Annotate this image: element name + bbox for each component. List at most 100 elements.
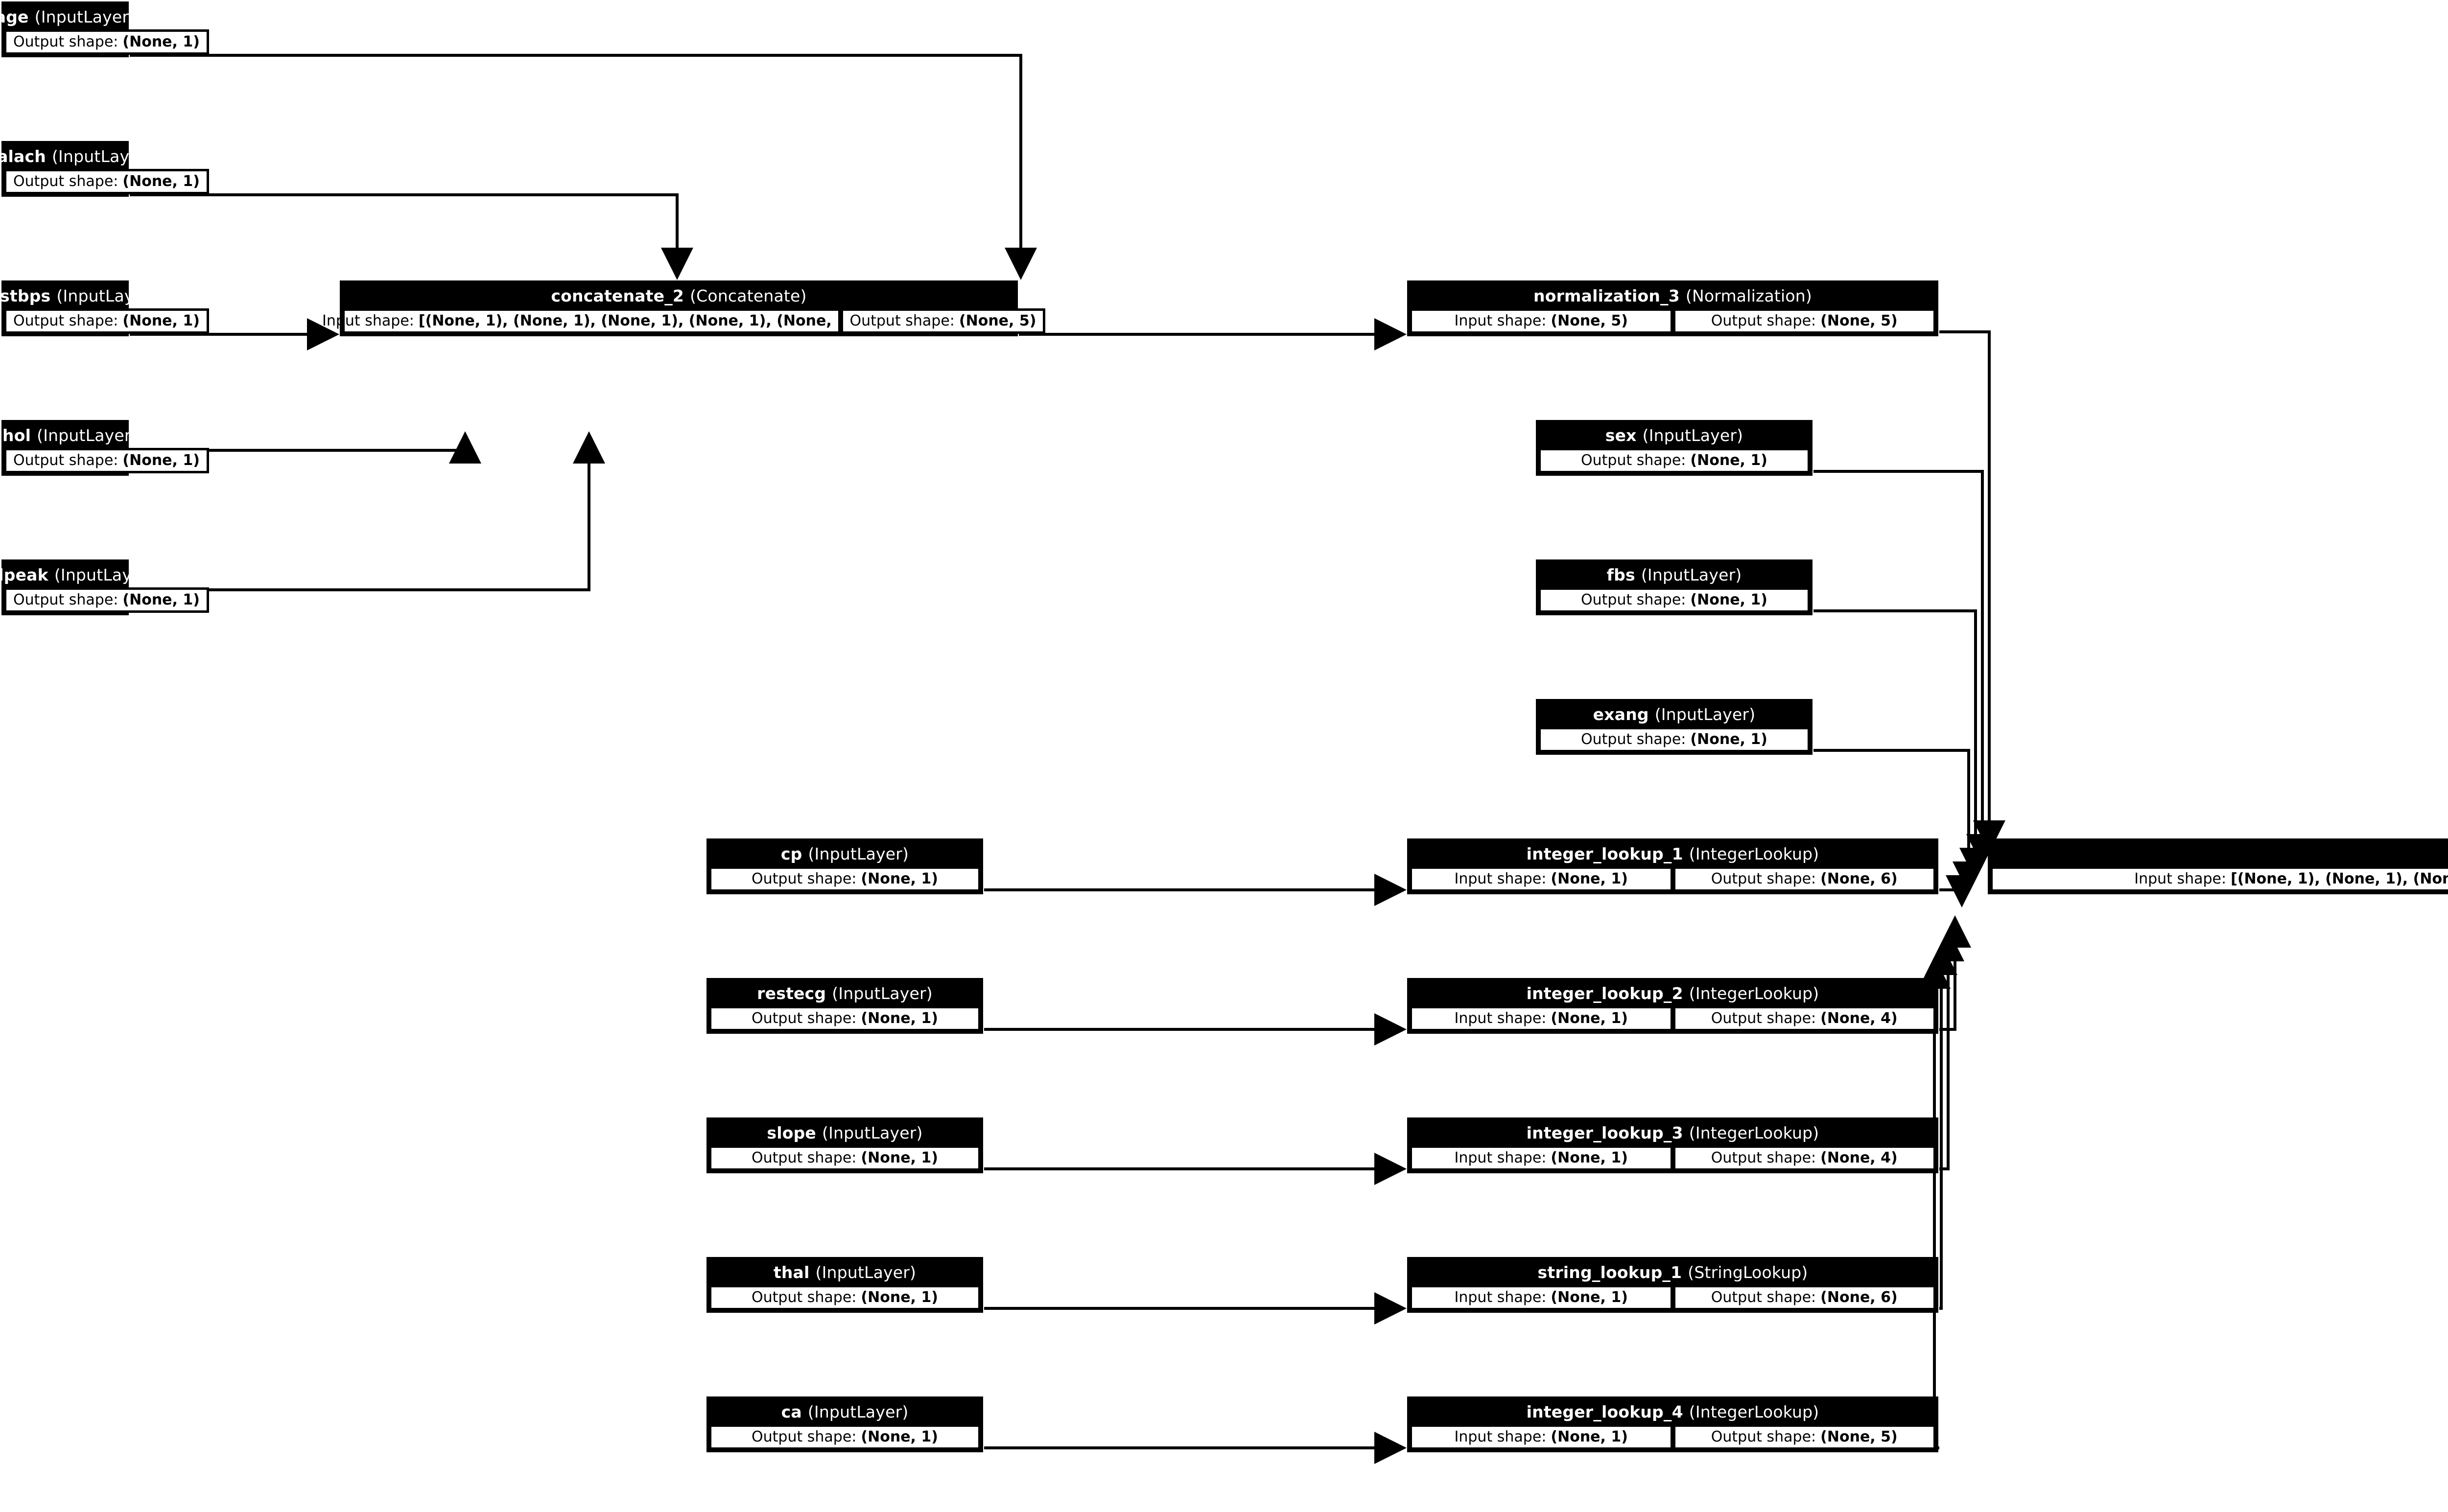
node-header: oldpeak(InputLayer) <box>0 562 155 587</box>
node-thalach[interactable]: thalach(InputLayer)Output shape:(None, 1… <box>0 141 209 197</box>
node-string_lookup_1[interactable]: string_lookup_1(StringLookup)Input shape… <box>1407 1257 1938 1313</box>
node-header: integer_lookup_3(IntegerLookup) <box>1410 1120 1936 1145</box>
input-shape-cell: Input shape:(None, 1) <box>1410 866 1673 892</box>
node-layer-name: trestbps <box>0 286 51 305</box>
output-shape-label: Output shape: <box>1581 731 1686 748</box>
node-shape-row: Output shape:(None, 1) <box>4 448 209 473</box>
node-trestbps[interactable]: trestbps(InputLayer)Output shape:(None, … <box>0 280 209 336</box>
node-sex[interactable]: sex(InputLayer) Output shape:(None, 1) <box>1536 420 1812 476</box>
node-layer-type: (InputLayer) <box>1642 425 1743 445</box>
node-integer_lookup_2[interactable]: integer_lookup_2 (IntegerLookup) Input sha… <box>1407 978 1938 1034</box>
node-restecg[interactable]: restecg(InputLayer)Output shape:(None, 1… <box>706 978 983 1034</box>
output-shape-cell: Output shape:(None, 1) <box>4 169 209 194</box>
node-thal[interactable]: thal(InputLayer)Output shape:(None, 1) <box>706 1257 983 1313</box>
output-shape-cell: Output shape:(None, 6) <box>1672 1285 1936 1310</box>
node-normalization_3[interactable]: normalization_3(Normalization)Input shap… <box>1407 280 1938 336</box>
node-layer-type: (Concatenate) <box>690 286 807 305</box>
output-shape-label: Output shape: <box>752 1289 857 1306</box>
node-layer-name: sex <box>1605 425 1637 445</box>
input-shape-cell: Input shape:[(None, 1), (None, 1), (None… <box>322 308 860 334</box>
input-shape-cell: Input shape:(None, 5) <box>1410 308 1673 334</box>
node-integer_lookup_1[interactable]: integer_lookup_1 (IntegerLookup) Input sha… <box>1407 838 1938 894</box>
node-layer-name: integer_lookup_2 <box>1526 983 1683 1003</box>
output-shape-cell: Output shape:(None, 6) <box>1672 866 1936 892</box>
output-shape-cell: Output shape:(None, 1) <box>1538 587 1810 613</box>
node-oldpeak[interactable]: oldpeak(InputLayer)Output shape:(None, 1… <box>0 559 209 615</box>
output-shape-cell: Output shape:(None, 5) <box>1672 308 1936 334</box>
node-layer-name: string_lookup_1 <box>1537 1262 1682 1282</box>
output-shape-label: Output shape: <box>1711 870 1816 887</box>
node-shape-row: Output shape:(None, 1) <box>1538 587 1810 613</box>
node-shape-row: Input shape:(None, 1)Output shape:(None,… <box>1410 1006 1936 1031</box>
node-shape-row: Output shape:(None, 1) <box>709 1285 981 1310</box>
node-layer-type: (InputLayer) <box>832 983 933 1003</box>
output-shape-label: Output shape: <box>1711 1428 1816 1445</box>
node-header: ca(InputLayer) <box>709 1399 981 1424</box>
output-shape-value: (None, 1) <box>122 312 200 329</box>
node-layer-name: age <box>0 7 29 26</box>
node-chol[interactable]: chol(InputLayer)Output shape:(None, 1) <box>0 420 209 476</box>
node-layer-type: (InputLayer) <box>808 844 909 863</box>
input-shape-value: (None, 1) <box>1551 1010 1628 1027</box>
node-header: chol(InputLayer) <box>0 422 138 448</box>
output-shape-label: Output shape: <box>1711 312 1816 329</box>
input-shape-label: Input shape: <box>322 312 414 329</box>
node-age[interactable]: age(InputLayer)Output shape:(None, 1) <box>0 1 209 57</box>
node-shape-row: Output shape:(None, 1) <box>709 866 981 892</box>
output-shape-value: (None, 1) <box>861 1428 938 1445</box>
output-shape-cell: Output shape:(None, 1) <box>709 1424 981 1450</box>
output-shape-value: (None, 1) <box>122 591 200 608</box>
input-shape-cell: Input shape:[(None, 1), (None, 1), (None… <box>1990 866 2448 892</box>
output-shape-label: Output shape: <box>752 1010 857 1027</box>
node-layer-name: integer_lookup_1 <box>1526 844 1683 863</box>
node-integer_lookup_4[interactable]: integer_lookup_4(IntegerLookup)Input sha… <box>1407 1396 1938 1452</box>
node-layer-type: (InputLayer) <box>1654 704 1756 724</box>
input-shape-cell: Input shape:(None, 1) <box>1410 1145 1673 1171</box>
edge-fbs-to-concatenate3 <box>1813 609 1992 880</box>
edge-integerlookup2-to-concatenate3 <box>1939 915 1971 1031</box>
output-shape-value: (None, 1) <box>861 870 938 887</box>
node-layer-name: chol <box>0 425 31 445</box>
output-shape-value: (None, 5) <box>1820 312 1898 329</box>
node-layer-type: (InputLayer) <box>34 7 136 26</box>
output-shape-value: (None, 1) <box>861 1289 938 1306</box>
node-layer-type: (InputLayer) <box>56 286 157 305</box>
input-shape-value: [(None, 1), (None, 1), (None, 1), (None,… <box>418 312 861 329</box>
output-shape-label: Output shape: <box>752 1428 857 1445</box>
output-shape-label: Output shape: <box>1711 1289 1816 1306</box>
node-shape-row: Output shape:(None, 1) <box>1538 727 1810 752</box>
node-layer-name: exang <box>1593 704 1649 724</box>
node-slope[interactable]: slope(InputLayer)Output shape:(None, 1) <box>706 1117 983 1173</box>
node-integer_lookup_3[interactable]: integer_lookup_3(IntegerLookup)Input sha… <box>1407 1117 1938 1173</box>
node-fbs[interactable]: fbs(InputLayer)Output shape:(None, 1) <box>1536 559 1812 615</box>
output-shape-value: (None, 4) <box>1820 1149 1898 1166</box>
edge-age-to-concatenate2 <box>130 54 1037 280</box>
output-shape-value: (None, 6) <box>1820 1289 1898 1306</box>
output-shape-cell: Output shape:(None, 5) <box>1672 1424 1936 1450</box>
node-layer-type: (IntegerLookup) <box>1689 844 1819 863</box>
node-cp[interactable]: cp(InputLayer)Output shape:(None, 1) <box>706 838 983 894</box>
node-shape-row: Output shape:(None, 1) <box>4 169 209 194</box>
node-layer-name: integer_lookup_3 <box>1526 1123 1683 1142</box>
node-shape-row: Input shape:[(None, 1), (None, 1), (None… <box>1990 866 2448 892</box>
output-shape-label: Output shape: <box>13 452 118 469</box>
node-concatenate_2[interactable]: concatenate_2(Concatenate)Input shape:[(… <box>322 280 1046 336</box>
output-shape-cell: Output shape:(None, 4) <box>1672 1145 1936 1171</box>
output-shape-label: Output shape: <box>13 173 118 190</box>
node-concatenate_3[interactable]: concatenate_3(Concatenate)Input shape:[(… <box>1988 838 2448 894</box>
node-shape-row: Input shape:(None, 1)Output shape:(None,… <box>1410 1424 1936 1450</box>
node-shape-row: Output shape:(None, 1) <box>1538 448 1810 473</box>
output-shape-cell: Output shape:(None, 1) <box>1538 727 1810 752</box>
edge-sex-to-concatenate3 <box>1813 470 1999 866</box>
node-layer-name: oldpeak <box>0 565 48 584</box>
output-shape-label: Output shape: <box>1711 1149 1816 1166</box>
input-shape-label: Input shape: <box>1454 1010 1547 1027</box>
node-header: trestbps (InputLayer) <box>0 283 157 308</box>
node-layer-name: fbs <box>1606 565 1635 584</box>
node-ca[interactable]: ca(InputLayer)Output shape:(None, 1) <box>706 1396 983 1452</box>
edge-stringlookup1-to-concatenate3 <box>1925 943 1957 1310</box>
output-shape-cell: Output shape:(None, 1) <box>709 1145 981 1171</box>
node-exang[interactable]: exang(InputLayer)Output shape:(None, 1) <box>1536 699 1812 755</box>
node-header: exang(InputLayer) <box>1538 701 1810 727</box>
node-layer-type: (IntegerLookup) <box>1689 983 1819 1003</box>
